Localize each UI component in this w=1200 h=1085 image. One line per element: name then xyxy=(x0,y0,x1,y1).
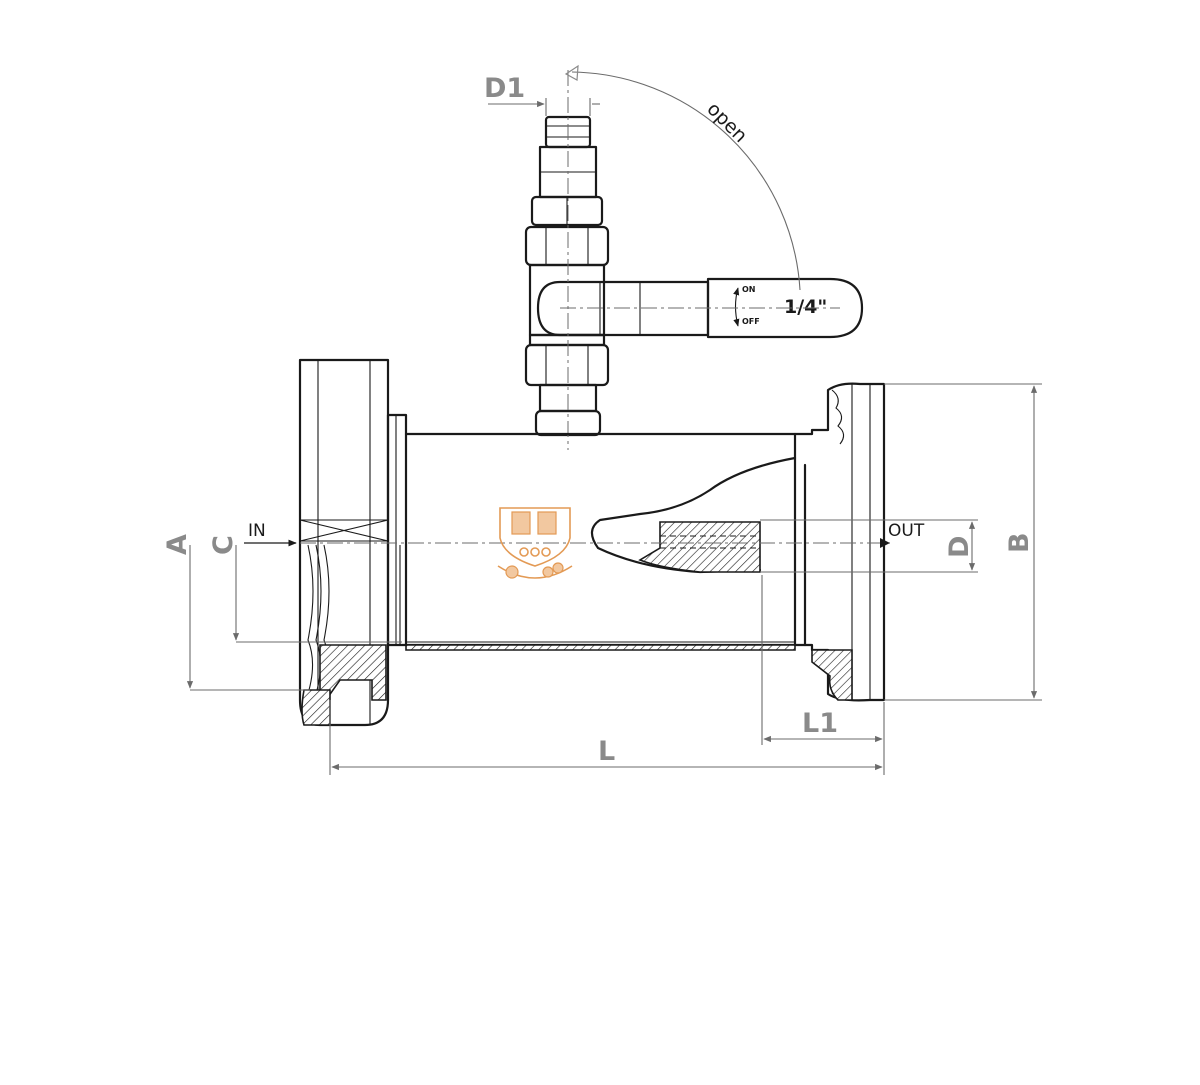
size-label: 1/4" xyxy=(784,296,827,318)
flow-labels: IN OUT xyxy=(244,521,925,548)
b-label: B xyxy=(1004,532,1035,553)
sampling-valve: ON OFF 1/4" xyxy=(524,70,864,450)
c-label: C xyxy=(208,535,239,555)
dimension-b: B xyxy=(884,383,1042,701)
d-label: D xyxy=(944,536,975,558)
dimension-d1: D1 xyxy=(484,73,600,116)
dimension-d: D xyxy=(760,519,978,573)
a-label: A xyxy=(162,534,193,555)
dimension-c: C xyxy=(208,535,402,643)
dimension-l1: L1 xyxy=(761,575,885,775)
l1-label: L1 xyxy=(802,708,838,739)
in-label: IN xyxy=(248,521,266,541)
d1-label: D1 xyxy=(484,73,525,104)
logo-watermark xyxy=(497,507,573,579)
off-label: OFF xyxy=(742,317,760,326)
l-label: L xyxy=(598,736,615,767)
dimension-a: A xyxy=(162,534,310,691)
open-label: open xyxy=(702,98,751,147)
open-rotation-indicator: open xyxy=(564,64,801,291)
dimension-l: L xyxy=(329,700,883,775)
out-label: OUT xyxy=(888,521,925,541)
on-label: ON xyxy=(742,285,756,294)
main-pipe-body xyxy=(298,358,890,727)
